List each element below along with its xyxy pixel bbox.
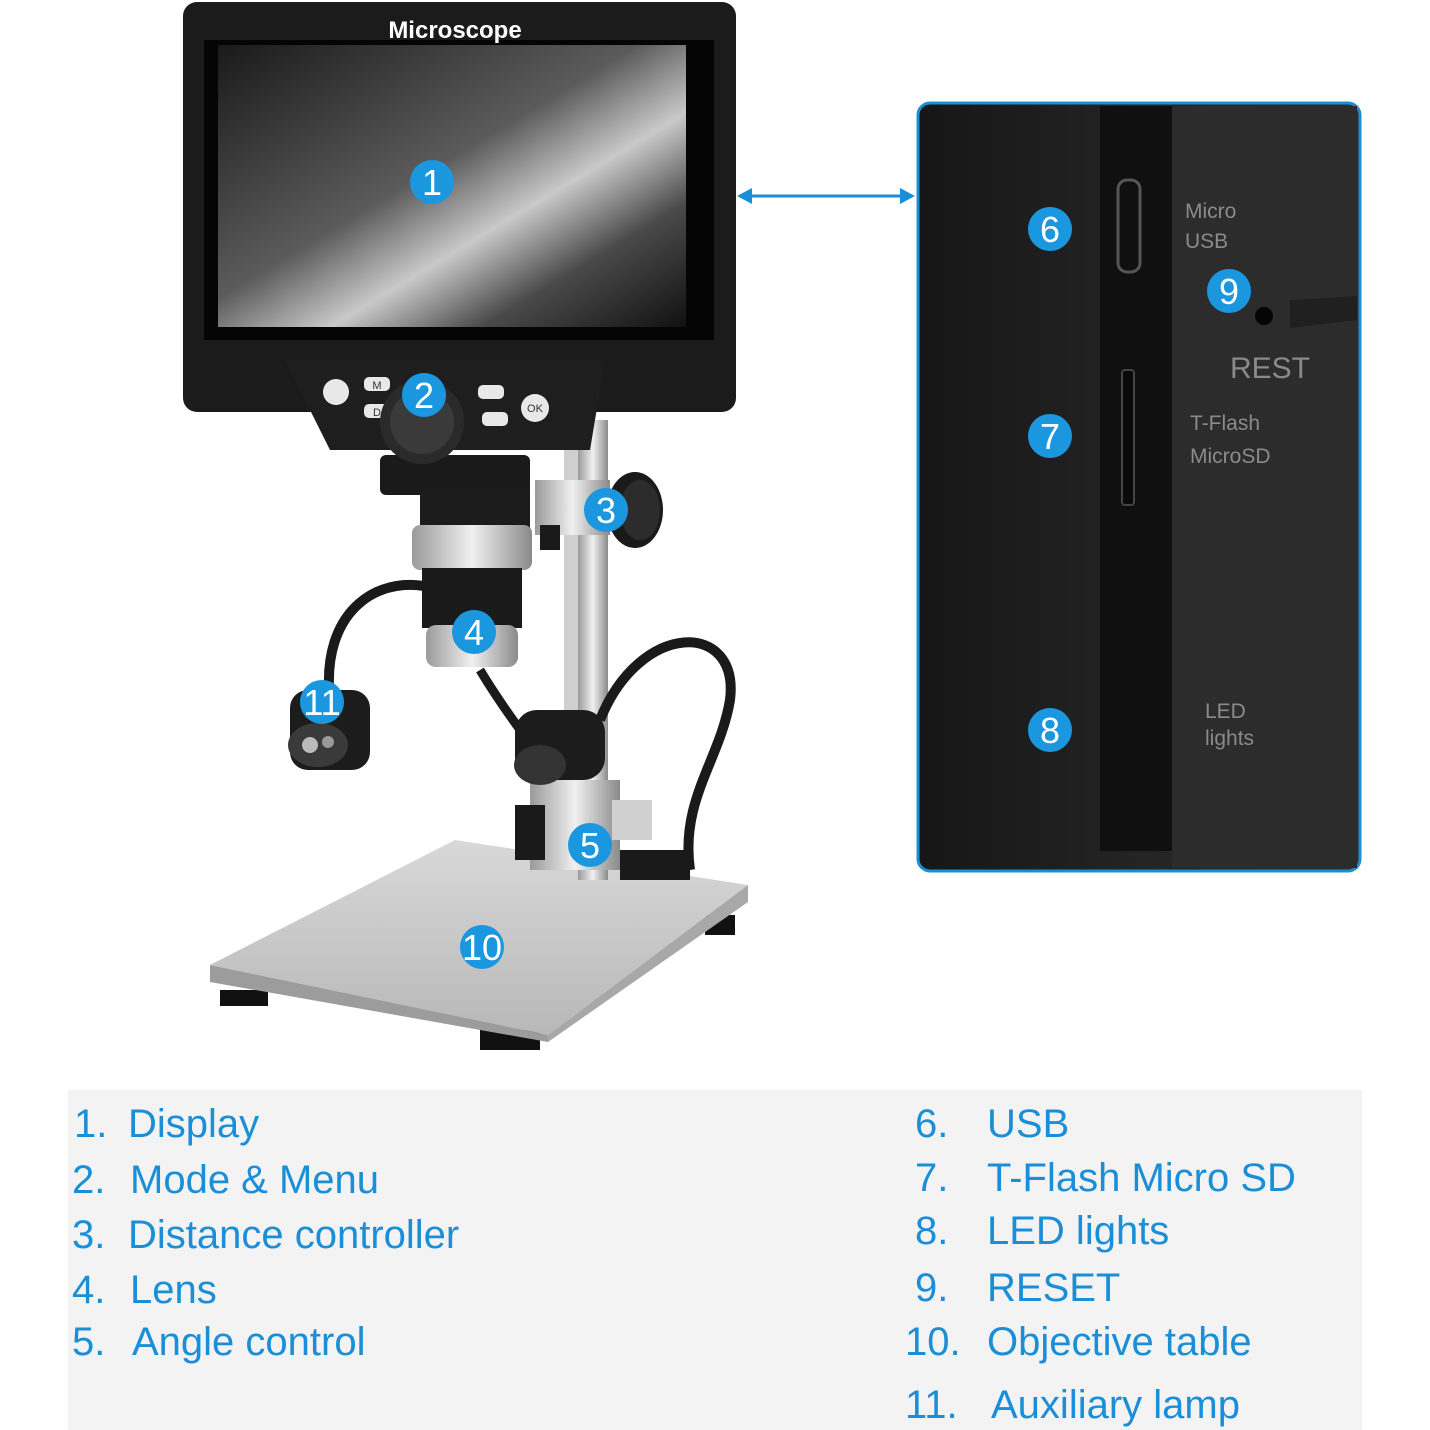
legend-panel (68, 1090, 1362, 1430)
svg-text:3: 3 (596, 490, 616, 531)
callout-3: 3 (584, 488, 628, 532)
legend-item-tflash: 7.T-Flash Micro SD (915, 1156, 1296, 1200)
display-unit: Microscope M D OK (183, 2, 736, 464)
power-button (323, 379, 349, 405)
svg-text:8: 8 (1040, 710, 1060, 751)
callout-1: 1 (410, 160, 454, 204)
legend-item-display: 1.Display (74, 1102, 260, 1146)
up-button (478, 385, 504, 399)
callout-7: 7 (1028, 414, 1072, 458)
svg-text:MicroSD: MicroSD (1190, 445, 1271, 468)
legend-item-distance-controller: 3.Distance controller (72, 1213, 460, 1257)
callout-10: 10 (460, 925, 504, 969)
callout-9: 9 (1207, 269, 1251, 313)
svg-text:M: M (372, 380, 381, 392)
legend-item-lens: 4.Lens (72, 1268, 217, 1312)
svg-text:lights: lights (1205, 727, 1254, 750)
svg-text:D: D (373, 407, 381, 419)
brand-label: Microscope (388, 17, 521, 44)
angle-control-bracket (515, 780, 690, 880)
legend-item-auxiliary-lamp: 11.Auxiliary lamp (905, 1383, 1240, 1427)
ok-button (521, 394, 549, 422)
reset-hole (1255, 307, 1273, 325)
micro-usb-port (1116, 178, 1142, 274)
svg-text:9: 9 (1219, 271, 1239, 312)
svg-text:11: 11 (303, 682, 340, 723)
callout-2: 2 (402, 373, 446, 417)
svg-text:LED: LED (1205, 700, 1246, 723)
svg-text:4: 4 (464, 612, 484, 653)
svg-text:5: 5 (580, 825, 600, 866)
callout-6: 6 (1028, 207, 1072, 251)
led-wheel (1133, 630, 1165, 804)
callout-11: 11 (300, 680, 344, 724)
svg-text:7: 7 (1040, 416, 1060, 457)
legend-item-led-lights: 8.LED lights (915, 1209, 1170, 1253)
svg-text:T-Flash: T-Flash (1190, 412, 1260, 435)
legend-item-usb: 6.USB (915, 1102, 1070, 1146)
svg-text:USB: USB (1185, 230, 1228, 253)
callout-5: 5 (568, 823, 612, 867)
zoom-arrow (737, 188, 915, 204)
legend-item-angle-control: 5.Angle control (72, 1320, 366, 1364)
sd-card-slot (1121, 369, 1135, 506)
menu-button (364, 377, 390, 391)
legend-item-objective-table: 10.Objective table (905, 1320, 1252, 1364)
svg-text:Micro: Micro (1185, 200, 1236, 223)
legend-item-reset: 9.RESET (915, 1266, 1121, 1310)
svg-text:2: 2 (414, 375, 434, 416)
left-auxiliary-lamp (288, 580, 442, 770)
legend-item-mode-menu: 2.Mode & Menu (72, 1158, 380, 1202)
right-auxiliary-lamp (476, 637, 736, 871)
right-button (482, 412, 508, 426)
callout-4: 4 (452, 610, 496, 654)
svg-text:REST: REST (1230, 352, 1310, 385)
svg-text:6: 6 (1040, 209, 1060, 250)
callout-8: 8 (1028, 708, 1072, 752)
svg-text:OK: OK (527, 403, 544, 415)
distance-controller (535, 472, 663, 550)
side-ports-inset: Micro USB REST T-Flash MicroSD LED light… (916, 101, 1362, 873)
svg-text:1: 1 (422, 162, 442, 203)
microscope-illustration: Microscope M D OK Micro USB REST T-Flash… (183, 2, 1362, 1050)
svg-text:10: 10 (462, 927, 502, 968)
